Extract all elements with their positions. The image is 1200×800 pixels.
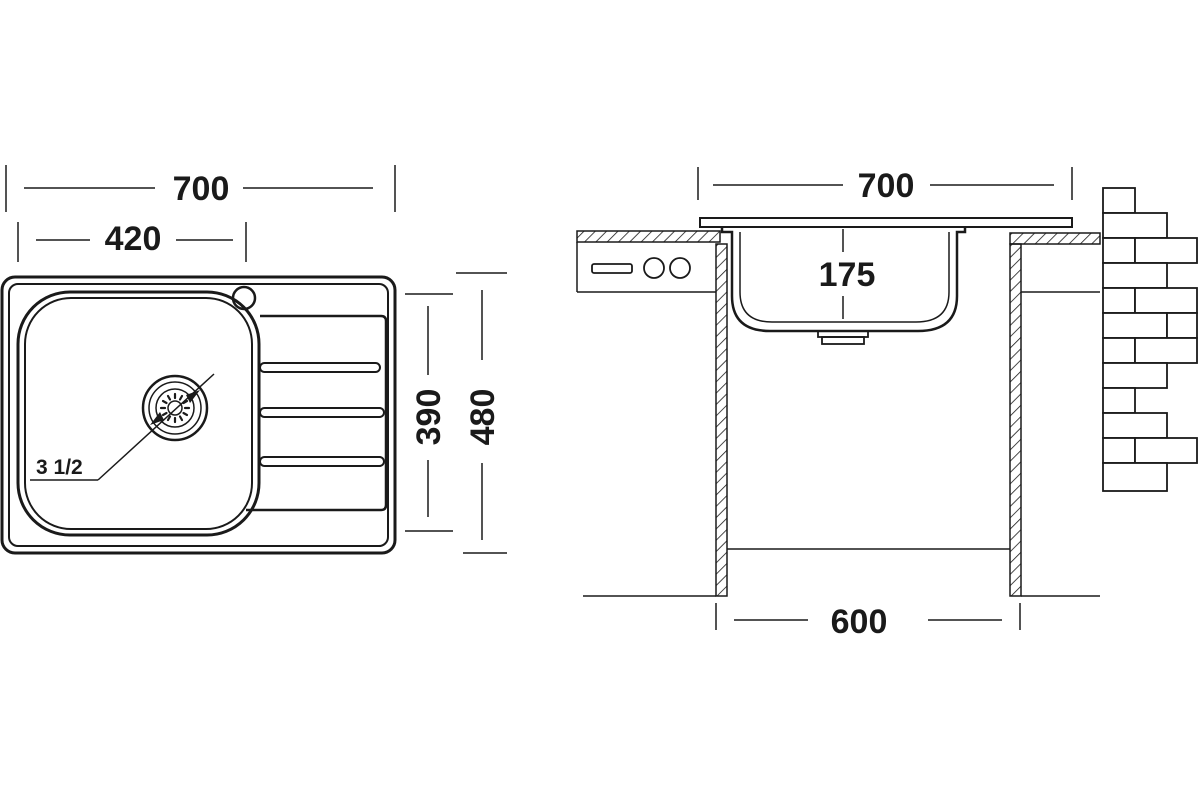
drainboard-outline (246, 314, 388, 512)
dimension-cabinet-width (715, 603, 1021, 630)
countertop-left (576, 230, 721, 243)
side-view (576, 167, 1198, 630)
label-cabinet-width: 600 (831, 603, 888, 641)
label-bowl-width: 420 (105, 220, 162, 258)
brick-wall (1102, 187, 1198, 492)
label-bowl-height: 175 (819, 256, 876, 294)
drain-outlet (817, 330, 869, 345)
label-drain-size: 3 1/2 (36, 456, 83, 479)
dimension-side-overall-width (697, 167, 1073, 200)
label-bowl-depth: 390 (410, 389, 448, 446)
label-overall-width: 700 (173, 170, 230, 208)
bowl-outline (16, 290, 261, 537)
sink-inner-rim (8, 283, 389, 547)
top-view (0, 165, 507, 555)
drain-size-leader (30, 373, 215, 481)
bowl-inner-outline (24, 297, 253, 530)
cabinet-wall-right (1009, 243, 1022, 597)
dimension-bowl-depth (405, 293, 453, 532)
appliance-controls (591, 257, 691, 279)
overflow-hole (231, 285, 257, 311)
sink-outer-rim (0, 275, 397, 555)
drainboard-ribs (259, 362, 385, 467)
sink-flange (699, 217, 1073, 228)
countertop-right (1009, 232, 1101, 245)
dimension-overall-depth (456, 272, 507, 554)
label-side-overall-width: 700 (858, 167, 915, 205)
label-overall-depth: 480 (464, 389, 502, 446)
dimension-overall-width (5, 165, 396, 212)
dimension-bowl-width (17, 222, 247, 262)
cabinet-wall-left (715, 243, 728, 597)
drain-strainer (141, 374, 209, 442)
sink-bowl-inner-profile (739, 232, 950, 323)
